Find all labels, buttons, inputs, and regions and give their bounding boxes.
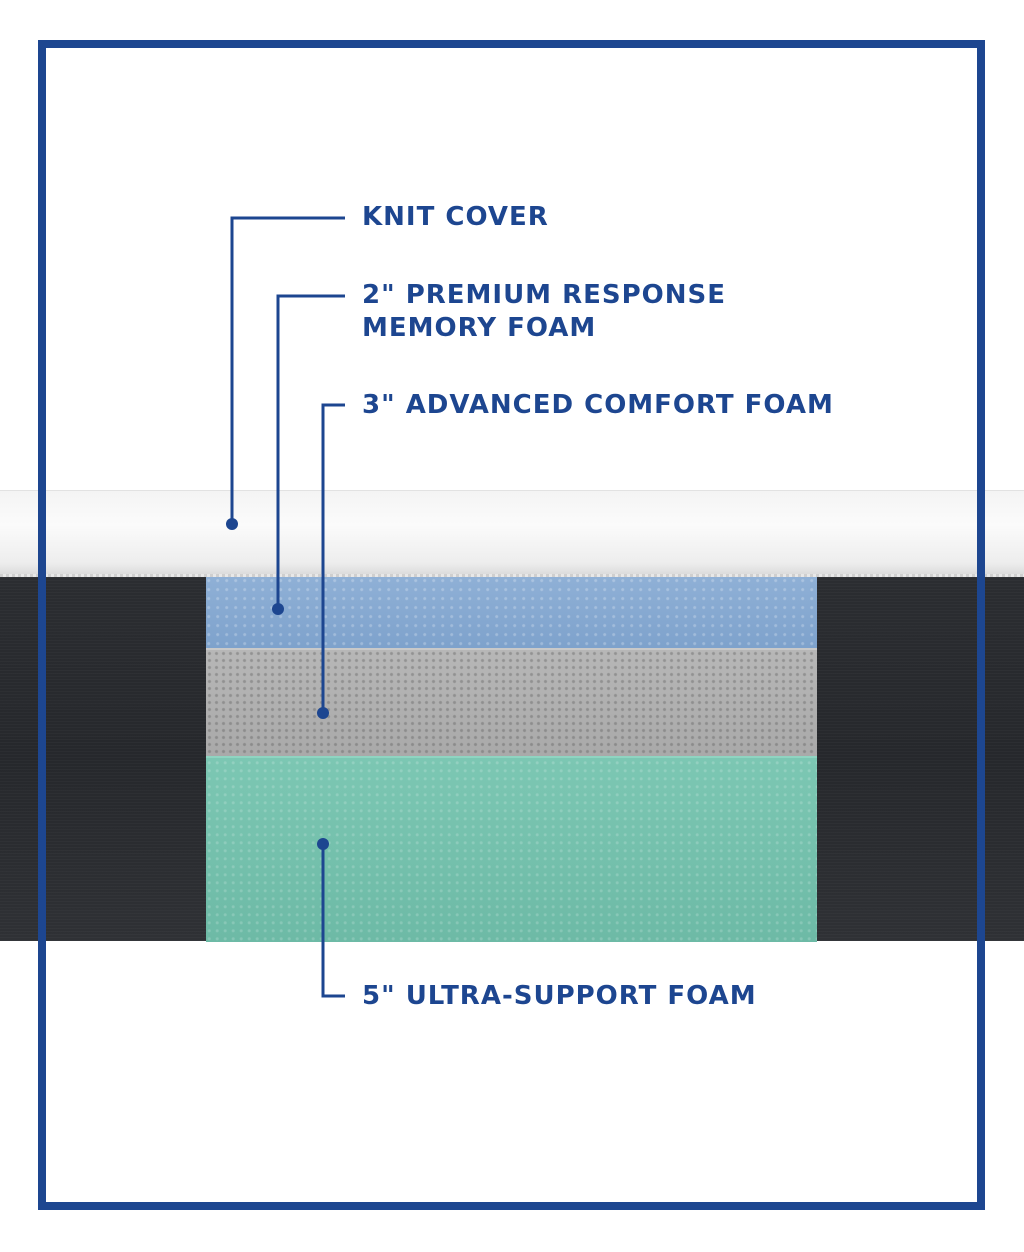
- leader-dot-knit-cover: [226, 518, 238, 530]
- leader-line-memory-foam: [276, 294, 345, 608]
- label-memory-foam-line1: 2" PREMIUM RESPONSE: [362, 280, 727, 310]
- cover-seam: [0, 574, 1024, 578]
- knit-cover-layer: [0, 490, 1024, 576]
- leader-line-support-foam: [321, 845, 345, 998]
- memory-foam-layer: [206, 577, 817, 648]
- leader-dot-support-foam: [317, 838, 329, 850]
- label-support-foam-text: 5" ULTRA-SUPPORT FOAM: [362, 981, 757, 1011]
- leader-dot-memory-foam: [272, 603, 284, 615]
- leader-dot-comfort-foam: [317, 707, 329, 719]
- label-knit-cover-text: KNIT COVER: [362, 202, 549, 232]
- label-knit-cover: KNIT COVER: [362, 201, 549, 234]
- comfort-foam-layer: [206, 648, 817, 758]
- label-comfort-foam-text: 3" ADVANCED COMFORT FOAM: [362, 390, 834, 420]
- leader-line-comfort-foam: [321, 403, 345, 712]
- label-support-foam: 5" ULTRA-SUPPORT FOAM: [362, 980, 757, 1013]
- support-foam-layer: [206, 756, 817, 942]
- label-comfort-foam: 3" ADVANCED COMFORT FOAM: [362, 389, 834, 422]
- leader-line-knit-cover: [230, 216, 345, 523]
- label-memory-foam: 2" PREMIUM RESPONSE MEMORY FOAM: [362, 279, 726, 345]
- label-memory-foam-line2: MEMORY FOAM: [362, 313, 597, 343]
